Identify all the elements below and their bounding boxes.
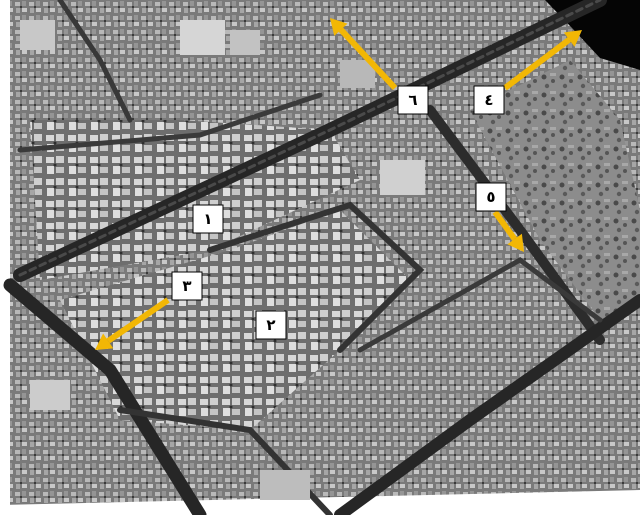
arrow-3-shaft	[106, 297, 170, 344]
building-block	[230, 30, 260, 55]
arrow-5-head	[507, 233, 524, 252]
building-block	[260, 470, 310, 500]
road-right-boundary	[425, 105, 605, 345]
label-2-text: ٢	[266, 316, 275, 334]
road-left-vertical	[3, 278, 207, 515]
direction-arrows	[95, 18, 582, 350]
road-network	[3, 0, 640, 515]
park-area	[470, 60, 640, 320]
building-block	[20, 20, 55, 50]
residential-block-south	[60, 210, 410, 430]
label-1: ١	[192, 204, 224, 234]
label-3-text: ٣	[182, 277, 191, 295]
label-2: ٢	[255, 310, 287, 340]
label-5: ٥	[475, 182, 507, 212]
road-south-diagonal	[334, 294, 640, 515]
label-1-text: ١	[203, 210, 212, 228]
building-block	[30, 380, 70, 410]
label-3: ٣	[171, 271, 203, 301]
label-4-text: ٤	[484, 91, 493, 109]
arrow-3-head	[95, 333, 114, 350]
arrow-4-shaft	[503, 37, 572, 91]
arrow-5	[492, 210, 524, 252]
road-east-secondary	[357, 257, 603, 353]
label-4-box	[473, 85, 505, 115]
label-6: ٦	[397, 85, 429, 115]
building-clusters	[20, 20, 425, 500]
label-5-box	[475, 182, 507, 212]
number-labels: ١ ٢ ٣ ٤ ٥ ٦	[171, 85, 507, 340]
label-2-box	[255, 310, 287, 340]
frame-left	[0, 0, 10, 515]
building-block	[180, 20, 225, 55]
building-block	[380, 160, 425, 195]
label-3-box	[171, 271, 203, 301]
road-north-secondary	[17, 92, 323, 153]
arrow-4-head	[563, 30, 582, 47]
label-1-box	[192, 204, 224, 234]
building-block	[340, 60, 375, 88]
label-6-text: ٦	[408, 91, 417, 109]
arrow-6-head	[330, 18, 348, 36]
arrow-5-shaft	[492, 210, 518, 241]
road-main-diagonal-lane	[18, 0, 602, 277]
label-5-text: ٥	[486, 188, 495, 206]
arrow-6	[330, 18, 398, 91]
road-top-left	[57, 0, 133, 123]
arrow-4	[503, 30, 582, 91]
road-inner-loop	[207, 201, 425, 353]
arrow-6-shaft	[338, 27, 398, 91]
arrow-3	[95, 297, 170, 350]
label-6-box	[397, 85, 429, 115]
label-4: ٤	[473, 85, 505, 115]
